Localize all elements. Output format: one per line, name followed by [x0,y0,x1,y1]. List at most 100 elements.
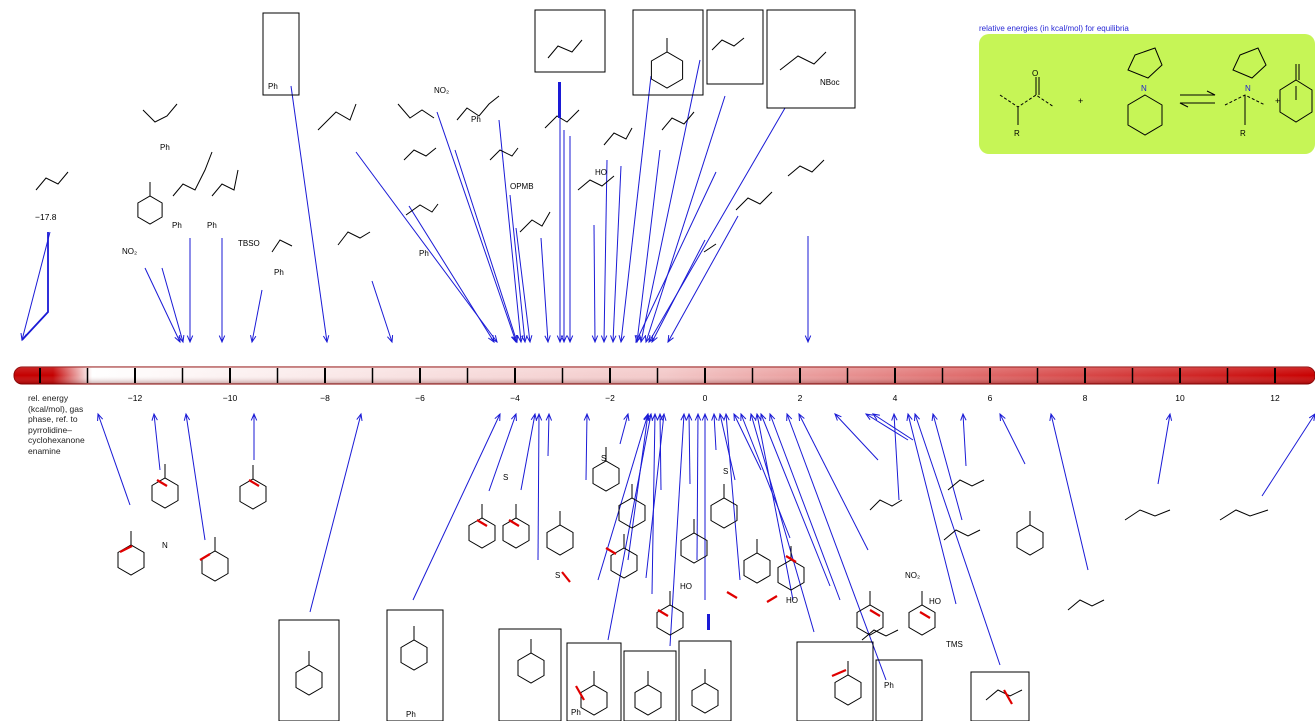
energy-arrowhead [1308,413,1315,421]
energy-arrow [893,413,900,501]
energy-arrowhead [718,412,725,421]
energy-arrowhead [530,412,538,421]
energy-arrow [648,107,786,343]
energy-arrow [636,149,661,343]
chain-structure [985,689,1023,701]
energy-arrow [251,289,263,343]
label-no2-3: NO₂ [905,571,920,580]
ring-structure [117,544,145,576]
legend-r-2: R [1240,129,1246,138]
energy-arrow [999,413,1026,465]
energy-arrowhead [643,412,651,421]
chain-structure [711,37,745,51]
energy-arrowhead [250,335,257,344]
chain-structure [943,529,981,541]
energy-arrowhead [97,412,104,422]
energy-arrow [408,205,495,343]
energy-arrow [914,413,1001,666]
label-opmb: OPMB [510,182,534,191]
tick-label: 2 [798,393,803,403]
energy-arrowhead [701,412,709,421]
tick-marks [39,368,1276,383]
legend-r-1: R [1014,129,1020,138]
energy-arrow [97,413,131,506]
energy-arrow [865,413,909,441]
energy-arrow [786,413,887,681]
ring-structure [546,524,574,556]
label-ph-3: Ph [160,143,170,152]
energy-arrowhead [891,412,898,421]
legend-n-2: N [1245,84,1251,93]
energy-arrowhead [646,412,653,421]
energy-arrow [488,413,517,492]
chain-structure [337,231,371,246]
energy-arrow [1050,413,1089,571]
label-no2-2: NO₂ [122,247,137,256]
label-ho-2: HO [680,582,692,591]
label-ph-6: Ph [274,268,284,277]
energy-arrowhead [545,412,553,421]
label-tbso: TBSO [238,239,260,248]
label-ph-4: Ph [172,221,182,230]
chain-structure [519,211,551,233]
energy-arrow [640,59,701,343]
ring-structure [151,477,179,509]
label-ph-8: Ph [406,710,416,719]
energy-arrow [355,151,498,343]
ring-structure [610,547,638,579]
energy-arrow [515,227,531,343]
offscale-arrow [21,232,49,341]
legend-caption: relative energies (in kcal/mol) for equi… [979,24,1129,33]
energy-arrow [412,413,501,601]
chain-structure [1067,599,1105,611]
energy-arrow [612,165,622,343]
energy-arrowhead [999,412,1006,422]
energy-arrowhead [960,412,967,421]
chain-structure [577,175,615,191]
energy-arrowhead [769,412,776,422]
ring-structure [908,604,936,636]
legend-n-1: N [1141,84,1147,93]
energy-arrow [645,413,665,579]
chain-structure [397,103,435,119]
energy-arrowhead [322,335,330,344]
tick-label: 6 [988,393,993,403]
energy-arrow [547,413,550,457]
ring-structure [400,639,428,671]
ring-structure [592,460,620,492]
chain-structure [211,169,239,197]
energy-arrow [719,413,736,481]
energy-arrowhead [639,335,646,344]
label-ph-2: Ph [471,115,481,124]
energy-arrowhead [600,335,608,344]
chain-structure [661,111,695,131]
chain-structure [1124,509,1171,521]
energy-arrow [21,231,51,341]
ring-structure [502,517,530,549]
energy-arrow [593,224,596,343]
energy-arrowhead [387,334,394,344]
chain-structure [35,171,69,191]
label-nboc: NBoc [820,78,840,87]
energy-arrowhead [1049,412,1056,421]
energy-arrow [603,159,608,343]
energy-arrow [713,413,717,451]
chain-structure [735,191,773,211]
tick-label: 10 [1175,393,1185,403]
label-tms: TMS [946,640,963,649]
energy-arrow [537,413,540,561]
ring-structure [856,604,884,636]
energy-arrow [834,413,879,461]
energy-arrowhead [178,334,185,344]
ring-structure [650,51,684,89]
energy-arrow [872,413,914,441]
label-s-3: S [601,454,606,463]
chain-structure [403,147,437,161]
tick-label: 8 [1083,393,1088,403]
chain-structure [489,147,519,161]
label-ph-1: Ph [268,82,278,91]
chain-structure [947,479,985,491]
label-s-1: S [555,571,560,580]
